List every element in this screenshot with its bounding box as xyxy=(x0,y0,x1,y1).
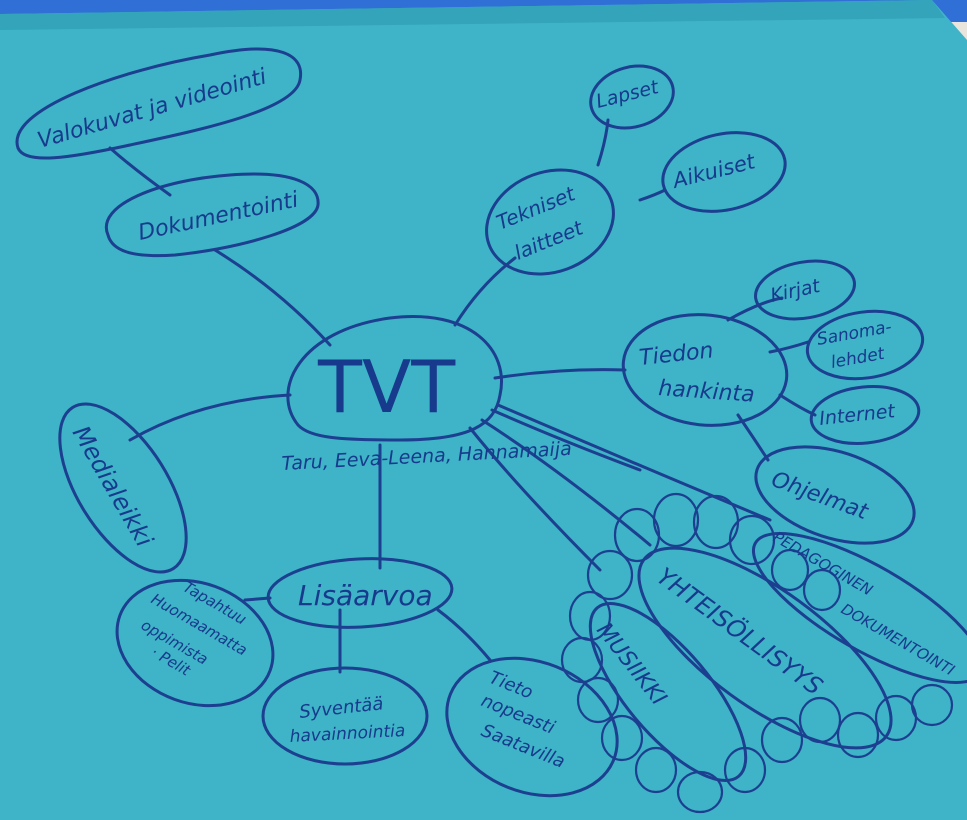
bubble-sanoma xyxy=(805,309,925,381)
bubble-lisaarvoa xyxy=(266,557,454,629)
bubble-medialeikki xyxy=(58,402,188,574)
bubble-tvt xyxy=(286,315,503,442)
bubble-musiikki xyxy=(588,602,748,782)
bubble-aikuiset xyxy=(661,131,787,213)
label-tvt: TVT xyxy=(317,345,456,429)
bubble-valokuvat xyxy=(15,47,303,160)
bubble-syventaa xyxy=(261,666,429,766)
bubble-internet xyxy=(809,385,921,445)
bubble-tieto xyxy=(445,656,619,798)
bubble-lapset xyxy=(589,64,675,130)
bubble-shapes xyxy=(15,47,967,798)
bubble-kirjat xyxy=(754,259,856,321)
cloud-scallops xyxy=(560,492,954,814)
bubble-tiedon xyxy=(621,313,789,427)
bubble-dokumentointi xyxy=(104,172,320,258)
label-lisaarvoa: Lisäarvoa xyxy=(298,579,433,612)
bubble-tekniset xyxy=(485,168,615,276)
bubble-tapahtuu xyxy=(115,578,275,708)
bubble-ohjelmat xyxy=(754,445,916,545)
paper-top-shade xyxy=(0,0,945,30)
